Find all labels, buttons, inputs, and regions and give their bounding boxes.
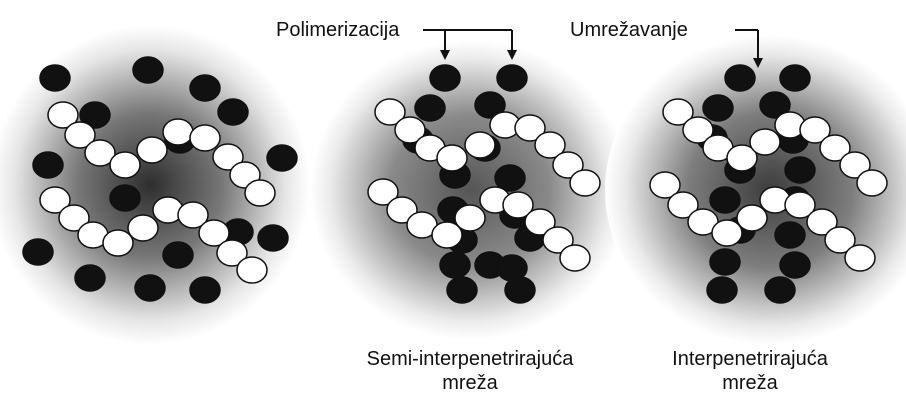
white-particle — [237, 257, 267, 283]
black-particle — [40, 65, 70, 91]
black-particle — [710, 187, 740, 213]
ipn-caption: Interpenetrirajuća mreža — [635, 347, 865, 395]
black-particle — [703, 95, 733, 121]
white-particle — [137, 137, 167, 163]
white-particle — [128, 215, 158, 241]
black-particle — [430, 65, 460, 91]
crosslinking-label: Umrežavanje — [570, 19, 688, 41]
white-particle — [465, 132, 495, 158]
black-particle — [163, 242, 193, 268]
white-particle — [437, 145, 467, 171]
black-particle — [447, 277, 477, 303]
black-particle — [765, 277, 795, 303]
black-particle — [780, 252, 810, 278]
black-particle — [258, 225, 288, 251]
semi-ipn-caption: Semi-interpenetrirajuća mreža — [340, 347, 600, 395]
black-particle — [725, 65, 755, 91]
white-particle — [845, 245, 875, 271]
black-particle — [75, 265, 105, 291]
black-particle — [110, 185, 140, 211]
black-particle — [218, 99, 248, 125]
white-particle — [737, 205, 767, 231]
black-particle — [785, 157, 815, 183]
black-particle — [775, 222, 805, 248]
black-particle — [710, 249, 740, 275]
white-particle — [857, 170, 887, 196]
white-particle — [103, 230, 133, 256]
black-particle — [190, 75, 220, 101]
polymerization-label: Polimerizacija — [276, 19, 399, 41]
white-particle — [245, 180, 275, 206]
black-particle — [707, 277, 737, 303]
ipn-caption-line2: mreža — [635, 371, 865, 395]
black-particle — [267, 145, 297, 171]
black-particle — [497, 65, 527, 91]
black-particle — [190, 277, 220, 303]
black-particle — [135, 275, 165, 301]
white-particle — [750, 129, 780, 155]
white-particle — [190, 125, 220, 151]
white-particle — [110, 152, 140, 178]
white-particle — [560, 245, 590, 271]
ipn-caption-line1: Interpenetrirajuća — [635, 347, 865, 371]
black-particle — [440, 252, 470, 278]
white-particle — [163, 119, 193, 145]
white-particle — [455, 205, 485, 231]
semi-ipn-caption-line1: Semi-interpenetrirajuća — [340, 347, 600, 371]
black-particle — [133, 57, 163, 83]
black-particle — [33, 152, 63, 178]
white-particle — [570, 170, 600, 196]
semi-ipn-caption-line2: mreža — [340, 371, 600, 395]
black-particle — [23, 239, 53, 265]
black-particle — [505, 277, 535, 303]
white-particle — [712, 220, 742, 246]
black-particle — [415, 95, 445, 121]
black-particle — [780, 65, 810, 91]
